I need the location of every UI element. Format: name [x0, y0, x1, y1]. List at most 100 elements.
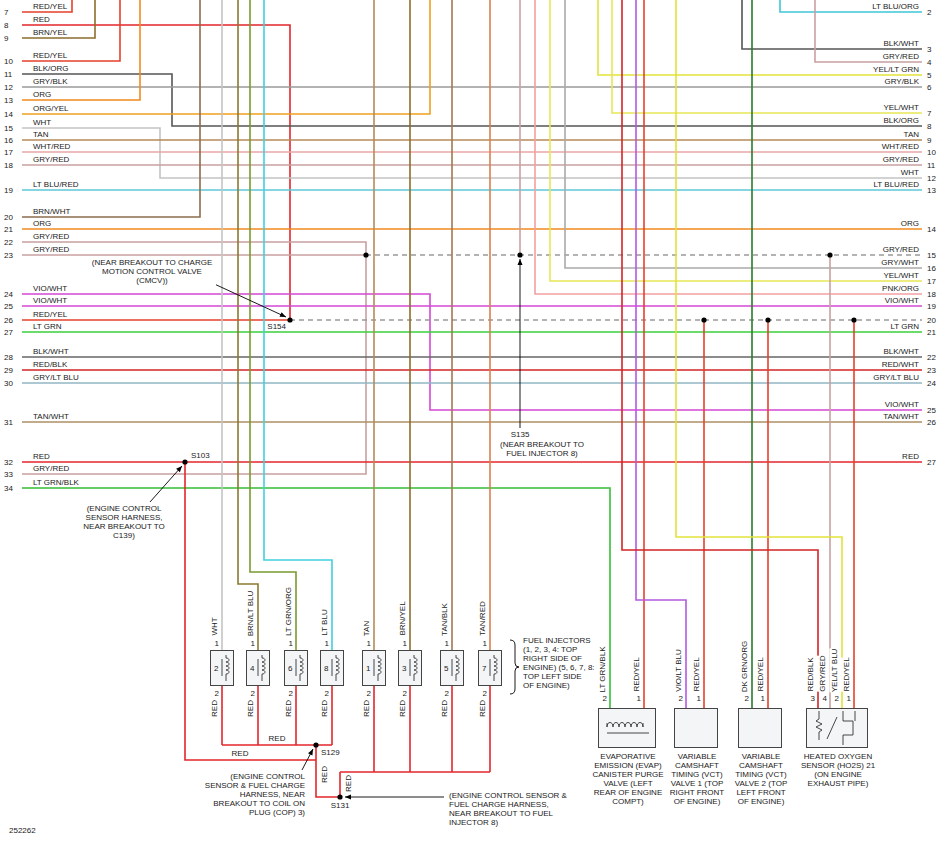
wire-label: WHT/RED — [881, 142, 920, 151]
pin-number: 17 — [926, 277, 937, 286]
wire — [22, 254, 366, 256]
wire-label: LT BLU/RED — [873, 180, 921, 189]
wire — [22, 382, 922, 384]
wire-label: GRY/BLK — [883, 77, 920, 86]
wire-label: TAN — [903, 130, 920, 139]
wire-label: GRY/LT BLU — [872, 373, 920, 382]
pin-number: 10 — [926, 148, 937, 157]
pin-number: 25 — [926, 406, 937, 415]
wire — [519, 0, 521, 255]
pin-number: 15 — [926, 251, 937, 260]
wire-label: ORG — [32, 219, 52, 228]
pin-number: 2 — [744, 694, 750, 703]
fuel-injector: 4 — [246, 650, 270, 686]
wire-label: GRY/RED — [32, 155, 70, 164]
wire — [643, 0, 645, 708]
wire-label: ORG/YEL — [32, 104, 70, 113]
wire — [22, 369, 922, 371]
pin-number: 18 — [926, 290, 937, 299]
wire-label: BLK/WHT — [882, 347, 920, 356]
wire-label: VIO/WHT — [32, 296, 68, 305]
coil-winding — [378, 655, 381, 681]
leader-arrowhead — [280, 312, 286, 317]
wire-label: RED — [32, 15, 51, 24]
injector-coil-symbol — [257, 654, 267, 682]
wire-label: GRY/RED — [882, 155, 920, 164]
wire — [751, 0, 753, 708]
wire-label: RED — [32, 452, 51, 461]
pin-number: 4 — [926, 58, 932, 67]
wire-label: RED — [397, 700, 408, 717]
coil-core — [374, 659, 375, 676]
oxygen-sensor: HEATED OXYGEN SENSOR (HO2S) 21 (ON ENGIN… — [806, 708, 868, 748]
wire-label: RED/WHT — [881, 360, 920, 369]
wire-label: YEL/LT GRN — [872, 65, 920, 74]
wire-label: RED/YEL — [32, 51, 68, 60]
pin-number: 26 — [926, 418, 937, 427]
wire — [22, 0, 120, 61]
wire-label: BRN/WHT — [32, 207, 71, 216]
pin-number: 20 — [926, 316, 937, 325]
vct-valve: VARIABLE CAMSHAFT TIMING (VCT) VALVE 1 (… — [674, 708, 718, 748]
coil-core — [490, 659, 491, 676]
wire — [22, 86, 922, 88]
dashed-wire — [290, 319, 922, 321]
wire-label: TAN — [32, 130, 49, 139]
pin-number: 7 — [926, 109, 932, 118]
wire-label: TAN/WHT — [32, 412, 70, 421]
leader-line — [345, 797, 444, 798]
leader-line — [210, 282, 286, 317]
pin-number: 2 — [678, 694, 684, 703]
pin-number: 33 — [3, 470, 14, 479]
component-name: HEATED OXYGEN SENSOR (HO2S) 21 (ON ENGIN… — [798, 752, 878, 788]
wire-label: GRY/RED — [32, 464, 70, 473]
wire-label: BRN/YEL — [397, 602, 408, 636]
pin-number: 7 — [3, 8, 9, 17]
wire-label: BRN/YEL — [32, 28, 68, 37]
wire-label: WHT/RED — [32, 142, 71, 151]
pin-number: 34 — [3, 484, 14, 493]
fuel-injector: 5 — [440, 650, 464, 686]
wire-label: VIO/WHT — [884, 400, 920, 409]
wire — [22, 151, 922, 153]
wire-label: RED — [361, 700, 372, 717]
wire-label: YEL/WHT — [882, 103, 920, 112]
splice-dot — [851, 317, 856, 322]
leader-arrowhead — [176, 466, 182, 472]
splice-dot — [363, 252, 368, 257]
pin-number: 2 — [214, 689, 220, 698]
splice-dot — [313, 742, 318, 747]
fuel-injector: 1 — [362, 650, 386, 686]
wire — [767, 320, 769, 708]
pin-number: 8 — [3, 21, 9, 30]
leader-arrowhead — [308, 749, 313, 755]
injector-coil-symbol — [409, 654, 419, 682]
splice-note: (ENGINE CONTROL SENSOR & FUEL CHARGE HAR… — [448, 791, 570, 827]
pin-number: 14 — [3, 110, 14, 119]
pin-number: 4 — [822, 694, 828, 703]
wire-label: DK GRN/ORG — [739, 640, 750, 692]
wire-label: GRY/LT BLU — [32, 373, 80, 382]
component-name: EVAPORATIVE EMISSION (EVAP) CANISTER PUR… — [592, 752, 664, 806]
pin-number: 2 — [250, 689, 256, 698]
wire — [409, 0, 411, 650]
sensing-cell — [843, 711, 855, 745]
wire — [264, 0, 332, 650]
wire — [22, 461, 922, 463]
pin-number: 27 — [3, 328, 14, 337]
wire — [22, 139, 922, 141]
pin-number: 9 — [926, 136, 932, 145]
wire — [451, 686, 453, 772]
wire — [22, 331, 922, 333]
injector-number: 7 — [482, 664, 486, 673]
wire — [22, 189, 922, 191]
pin-number: 28 — [3, 353, 14, 362]
pin-number: 23 — [3, 251, 14, 260]
wire-label: VIO/WHT — [32, 284, 68, 293]
heater-element — [816, 711, 822, 740]
wire-label: RED — [439, 700, 450, 717]
wire-label: GRY/RED — [882, 245, 920, 254]
wire-label: BLK/ORG — [32, 64, 70, 73]
pin-number: 19 — [926, 302, 937, 311]
splice-dot — [827, 252, 832, 257]
